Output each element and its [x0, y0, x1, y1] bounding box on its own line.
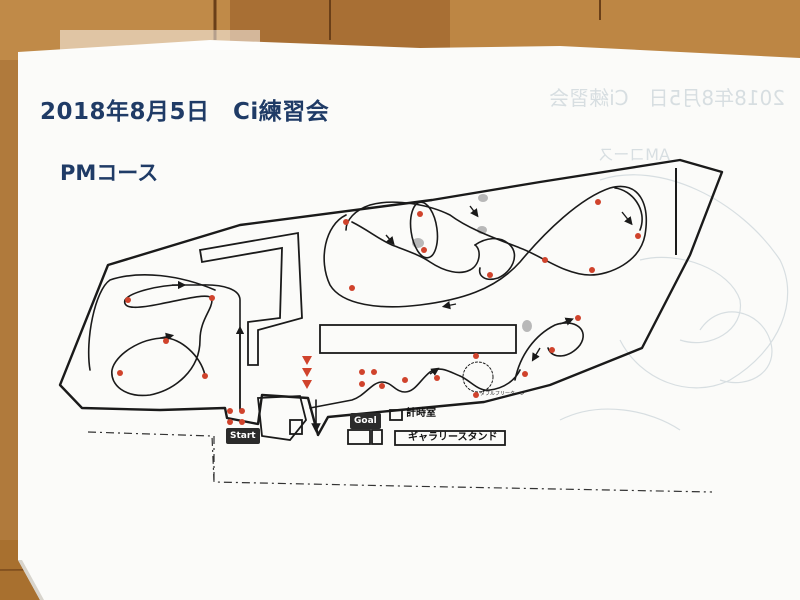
course-subtitle: PMコース — [60, 161, 159, 185]
gallery-stand-label: ギャラリースタンド — [408, 432, 498, 443]
pylon-markers — [117, 199, 641, 425]
svg-text:2018年8月5日 Ci練習会: 2018年8月5日 Ci練習会 — [549, 86, 785, 110]
timing-room-label: 計時室 — [406, 408, 436, 419]
start-label: Start — [226, 428, 260, 444]
driving-lines — [87, 185, 647, 433]
page-title: 2018年8月5日 Ci練習会 — [40, 99, 330, 125]
dashed-boundaries — [87, 431, 713, 493]
infield-structures — [198, 231, 517, 441]
paddock-structures — [347, 409, 506, 446]
goal-label: Goal — [350, 413, 381, 429]
paper-shadow — [18, 560, 44, 600]
bleed-through-reverse-side: 2018年8月5日 Ci練習会 AMコース — [549, 86, 789, 431]
direction-arrows — [159, 205, 633, 376]
double-free-turn-label: ダブルフリーターン — [480, 391, 525, 397]
finish-direction-chevrons — [302, 356, 312, 389]
plastic-glare — [60, 30, 260, 50]
gray-obstacles — [412, 194, 532, 332]
svg-text:AMコース: AMコース — [598, 145, 670, 164]
